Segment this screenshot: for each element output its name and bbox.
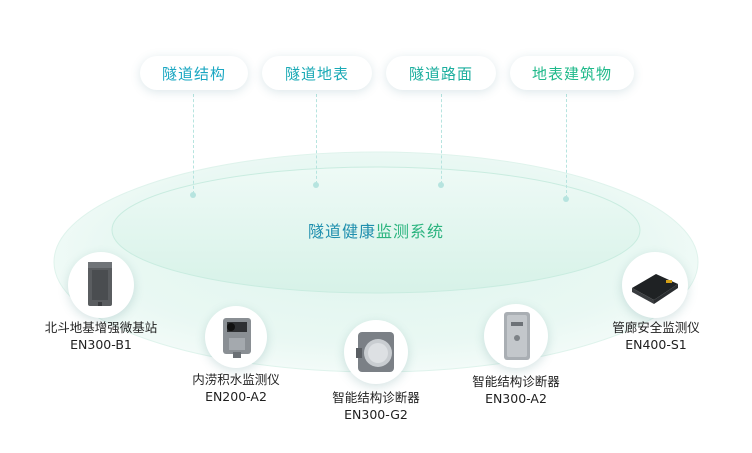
device-model: EN300-G2 (344, 407, 408, 422)
device-name: 内涝积水监测仪 (192, 372, 280, 387)
device-label-a2: 智能结构诊断器 EN300-A2 (456, 373, 576, 407)
connector-road (438, 94, 444, 188)
device-structure-diagnoser-a2 (484, 304, 548, 368)
connector-surface (313, 94, 319, 188)
device-model: EN400-S1 (625, 337, 687, 352)
device-gnss-base-station (68, 252, 134, 318)
connector-building (563, 94, 569, 202)
device-model: EN200-A2 (205, 389, 267, 404)
device-name: 北斗地基增强微基站 (44, 320, 158, 335)
device-name: 智能结构诊断器 (332, 390, 420, 405)
category-tunnel-structure: 隧道结构 (140, 56, 248, 90)
device-model: EN300-A2 (485, 391, 547, 406)
water-level-sensor-icon (223, 318, 251, 358)
device-label-gnss: 北斗地基增强微基站 EN300-B1 (28, 319, 174, 353)
device-label-pipe: 管廊安全监测仪 EN400-S1 (598, 319, 714, 353)
category-surface-building: 地表建筑物 (510, 56, 634, 90)
device-pipe-gallery-monitor (622, 252, 688, 318)
structure-diagnoser-icon (356, 332, 394, 372)
system-title: 隧道健康监测系统 (0, 218, 752, 242)
device-water-level-sensor (205, 306, 267, 368)
category-tunnel-surface: 隧道地表 (262, 56, 372, 90)
structure-diagnoser-panel-icon (504, 312, 530, 360)
device-model: EN300-B1 (70, 337, 132, 352)
category-tunnel-road: 隧道路面 (386, 56, 496, 90)
gnss-base-station-icon (88, 262, 112, 306)
device-label-water: 内涝积水监测仪 EN200-A2 (178, 371, 294, 405)
system-title-accent: 监测系统 (376, 222, 445, 241)
connector-structure (190, 94, 196, 198)
device-name: 管廊安全监测仪 (612, 320, 700, 335)
pipe-gallery-monitor-icon (632, 274, 678, 304)
device-structure-diagnoser-g2 (344, 320, 408, 384)
system-title-prefix: 隧道健康 (307, 222, 376, 241)
device-label-g2: 智能结构诊断器 EN300-G2 (316, 389, 436, 423)
device-name: 智能结构诊断器 (472, 374, 560, 389)
